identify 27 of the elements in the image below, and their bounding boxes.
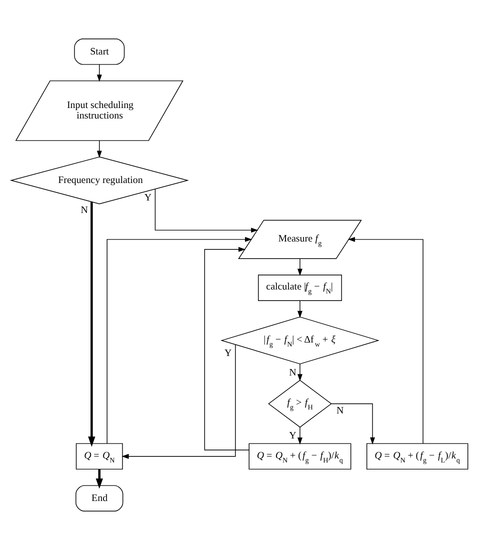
arrow [297, 426, 302, 445]
edge-label: N [336, 406, 344, 417]
arrow [122, 344, 236, 459]
node-box: calculate |f$_{g}$ − f$_{N}$| [258, 274, 342, 301]
arrow [297, 258, 302, 276]
arrow [88, 202, 96, 447]
node-box: Q = Q$_{N}$ [76, 443, 123, 470]
arrow [154, 188, 258, 233]
arrow [204, 246, 250, 450]
arrow [96, 140, 102, 158]
arrow [331, 403, 375, 444]
node-box: Q = Q$_{N}$ + (f$_{g}$ − f$_{H}$)/k$_{q}$ [248, 443, 352, 470]
arrow [106, 236, 252, 444]
node-diamond: f$_{g}$ > f$_{H}$ [268, 380, 332, 428]
arrow [348, 236, 424, 444]
arrow [297, 364, 302, 382]
edge-label: N [289, 367, 296, 378]
node-box: End [76, 485, 124, 512]
node-box: Start [74, 38, 125, 65]
edge-label: Y [289, 430, 296, 442]
edge-label: Y [224, 348, 232, 359]
arrow [297, 300, 302, 318]
edge-label: N [80, 205, 88, 216]
arrow [96, 64, 102, 82]
node-box: Q = Q$_{N}$ + (f$_{g}$ − f$_{L}$)/k$_{q}$ [366, 443, 468, 470]
edge-label: Y [144, 192, 152, 204]
arrow [96, 469, 103, 489]
